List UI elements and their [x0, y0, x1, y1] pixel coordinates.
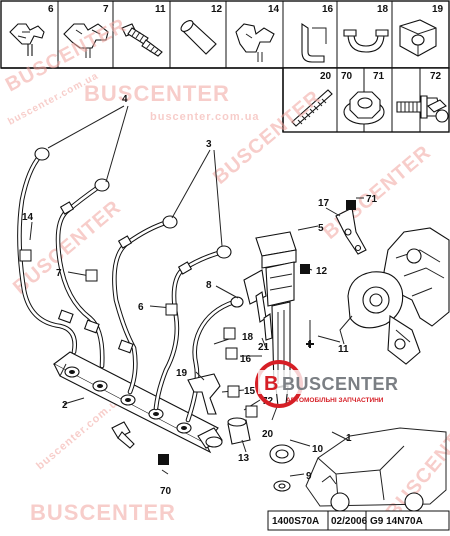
- callout-4: 4: [122, 94, 128, 105]
- mount-clip-icon: [399, 19, 437, 57]
- callout-13: 13: [238, 453, 250, 464]
- engine-block: [339, 227, 450, 365]
- header-num-7: 7: [103, 4, 109, 15]
- clip-icon: [9, 23, 45, 56]
- footer-bar: 1400S70A 02/2006 G9 14N70A: [267, 510, 450, 531]
- callout-12: 12: [316, 266, 328, 277]
- sleeve-icon: [180, 20, 217, 55]
- callout-6: 6: [138, 302, 144, 313]
- flange-nut-icon: [343, 91, 385, 125]
- footer-left-code: 1400S70A: [272, 516, 319, 527]
- callout-1: 1: [346, 433, 352, 444]
- callout-11: 11: [338, 344, 349, 355]
- u-clip-icon: [301, 22, 327, 63]
- callout-9: 9: [306, 471, 312, 482]
- callout-17: 17: [318, 198, 330, 209]
- callout-71: 71: [366, 194, 378, 205]
- watermark-brand-top: BUSCENTER: [84, 81, 230, 106]
- double-clip-icon: [63, 23, 109, 58]
- header-num-6: 6: [48, 4, 54, 15]
- watermark-brand-right: BUSCENTER: [319, 141, 435, 244]
- callout-markers: [19, 200, 356, 465]
- logo-letter-b: B: [264, 373, 278, 395]
- threaded-rod-icon: [291, 89, 333, 127]
- rail-outlets: [64, 366, 192, 434]
- bracket-clip-icon: [235, 23, 275, 62]
- header-num-14: 14: [268, 4, 280, 15]
- screw-icon: [427, 99, 449, 123]
- stud-bolt-icon: [121, 23, 163, 57]
- callout-10: 10: [312, 444, 324, 455]
- callout-8: 8: [206, 280, 212, 291]
- watermark-site-bottom: buscenter.com.ua: [34, 393, 126, 473]
- callout-5: 5: [318, 223, 324, 234]
- callout-numbers: 4 3 14 7 6 8 5 12 17 71 11 21 18 16 19 1…: [22, 94, 378, 497]
- callout-21: 21: [258, 342, 270, 353]
- callout-20: 20: [262, 429, 274, 440]
- header-num-12: 12: [211, 4, 223, 15]
- footer-date: 02/2006: [331, 516, 368, 527]
- logo-subtitle: АВТОМОБІЛЬНІ ЗАПЧАСТИНИ: [286, 397, 384, 404]
- header-num-71: 71: [373, 71, 385, 82]
- header-num-16: 16: [322, 4, 334, 15]
- header-num-11: 11: [155, 4, 166, 15]
- callout-70: 70: [160, 486, 172, 497]
- header-num-20: 20: [320, 71, 332, 82]
- header-num-19: 19: [432, 4, 444, 15]
- header-num-18: 18: [377, 4, 389, 15]
- callout-14: 14: [22, 212, 34, 223]
- callout-15: 15: [244, 386, 256, 397]
- watermark-brand-bottom: BUSCENTER: [30, 500, 176, 525]
- callout-18: 18: [242, 332, 254, 343]
- callout-7: 7: [56, 268, 62, 279]
- logo-brand: BUSCENTER: [282, 374, 399, 394]
- callout-2: 2: [62, 400, 68, 411]
- header-num-72: 72: [430, 71, 442, 82]
- callout-19: 19: [176, 368, 188, 379]
- hose-clamp-icon: [343, 29, 389, 53]
- parts-header-table: 6 7 11 12 14 16 18 19 20 70 71 72: [0, 0, 450, 133]
- callout-3: 3: [206, 139, 212, 150]
- footer-right-code: G9 14N70A: [370, 516, 423, 527]
- watermark-site-top: buscenter.com.ua: [150, 111, 260, 123]
- callout-16: 16: [240, 354, 252, 365]
- header-num-70: 70: [341, 71, 353, 82]
- fuel-rail: [52, 351, 223, 454]
- buscenter-logo: B BUSCENTER АВТОМОБІЛЬНІ ЗАПЧАСТИНИ: [255, 360, 448, 408]
